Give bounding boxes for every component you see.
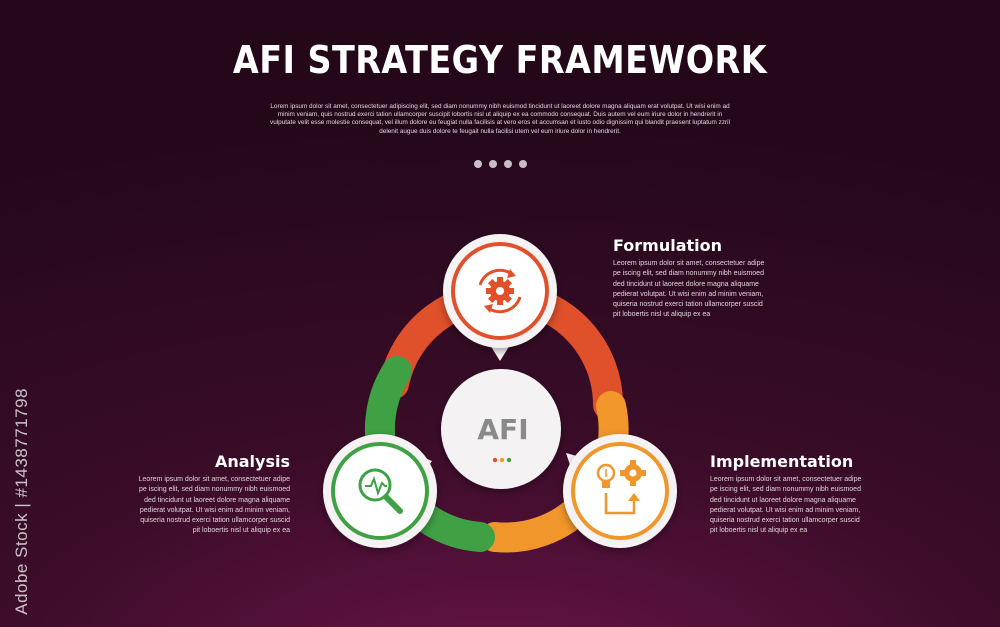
- node-implementation: [563, 434, 677, 548]
- node-formulation: [443, 234, 557, 361]
- intro-text: Lorem ipsum dolor sit amet, consectetuer…: [270, 103, 731, 135]
- step-desc-implementation: Leorem ipsum dolor sit amet, consectetue…: [710, 476, 862, 535]
- lightbulb-gear-icon: [596, 460, 646, 515]
- dot: [489, 160, 497, 168]
- center-label: AFI: [477, 413, 528, 446]
- center-dots: [492, 457, 512, 463]
- step-title-analysis: Analysis: [214, 452, 290, 471]
- step-title-implementation: Implementation: [710, 452, 854, 471]
- dot: [519, 160, 527, 168]
- magnifier-chart-icon: [358, 468, 403, 514]
- cycle-diagram: AFI: [323, 234, 677, 553]
- dot: [474, 160, 482, 168]
- step-desc-formulation: Leorem ipsum dolor sit amet, consectetue…: [613, 260, 765, 319]
- pagination-dots: [474, 160, 527, 168]
- center-hub: [441, 369, 561, 489]
- watermark-text: Adobe Stock | #1438771798: [12, 388, 31, 615]
- page-title: AFI STRATEGY FRAMEWORK: [232, 38, 768, 82]
- step-desc-analysis: Leorem ipsum dolor sit amet, consectetue…: [138, 476, 290, 535]
- dot: [504, 160, 512, 168]
- step-title-formulation: Formulation: [613, 236, 723, 255]
- node-analysis: [323, 434, 437, 548]
